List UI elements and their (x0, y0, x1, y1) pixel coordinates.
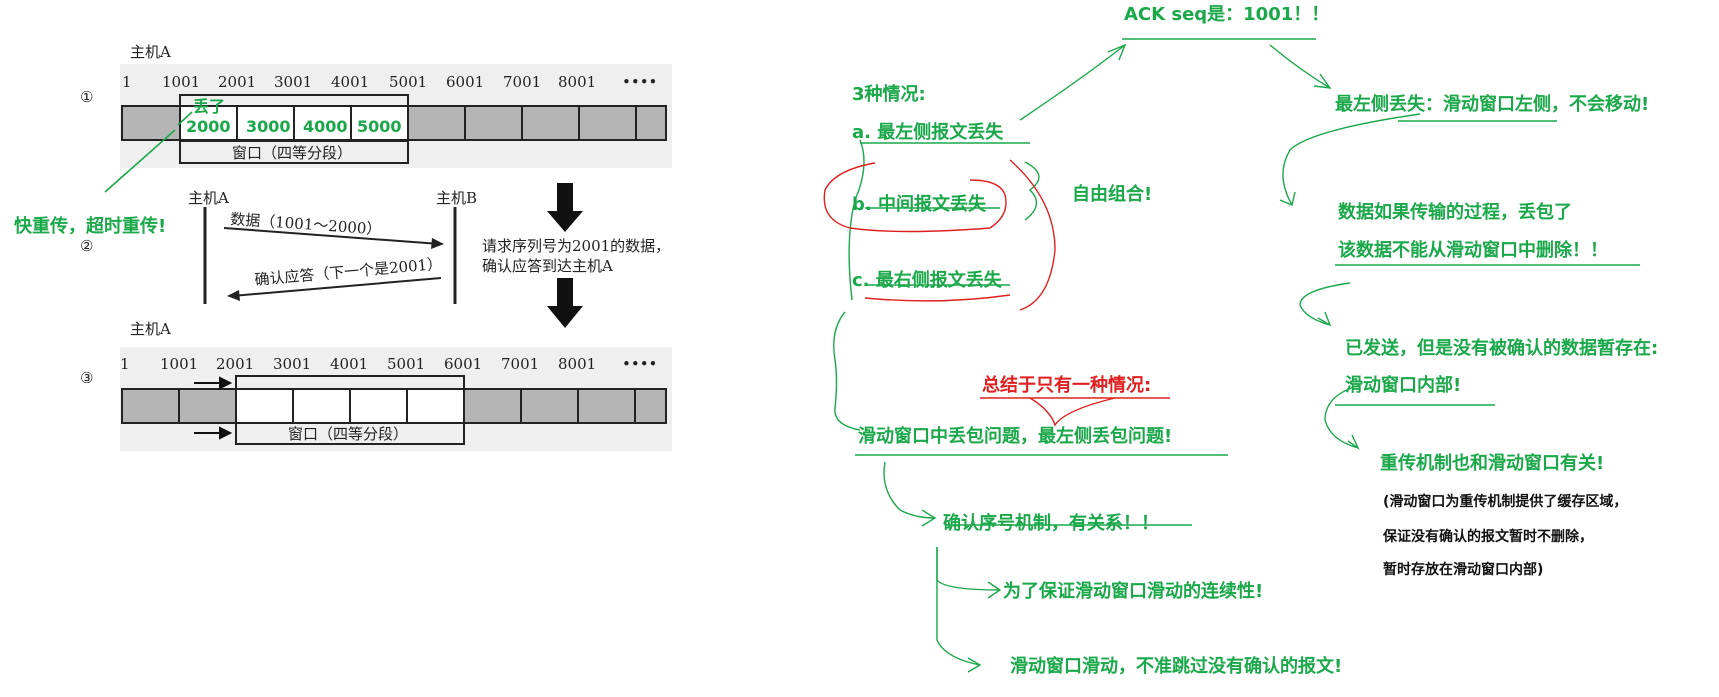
fast-retrans-pointer (104, 111, 193, 193)
data-lost-line2: 该数据不能从滑动窗口中删除！！ (1338, 240, 1608, 261)
seq-label: 7001 (503, 73, 541, 91)
paren-note-line3: 暂时存放在滑动窗口内部) (1383, 562, 1544, 578)
seq-label: 2001 (218, 73, 256, 91)
step-1-marker: ① (80, 88, 93, 106)
fast-retrans-note: 快重传，超时重传! (14, 216, 167, 237)
seq-label: 2001 (216, 355, 254, 373)
case-c: c. 最右侧报文丢失 (852, 270, 1002, 291)
data-lost-line1: 数据如果传输的过程，丢包了 (1338, 202, 1572, 223)
row3-sequence-numbers: 1 1001 2001 3001 4001 5001 6001 7001 800… (120, 355, 657, 373)
seq-label: 3001 (274, 73, 312, 91)
row1-window-frame (179, 94, 409, 164)
step-3-marker: ③ (80, 369, 93, 387)
seq-label: 8001 (558, 73, 596, 91)
handdrawn-red-lines (823, 159, 1170, 427)
shift-arrows (194, 376, 233, 440)
seq-label: 6001 (446, 73, 484, 91)
retrans-mech-note: 重传机制也和滑动窗口有关! (1380, 453, 1605, 474)
seq-label: 3001 (273, 355, 311, 373)
seq-label: 4001 (331, 73, 369, 91)
leftmost-lost-note: 最左侧丢失：滑动窗口左侧，不会移动! (1335, 94, 1650, 115)
row3-host-label: 主机A (130, 320, 171, 338)
seq-label: 8001 (558, 355, 596, 373)
seq-label: 5001 (389, 73, 427, 91)
summary-note: 总结于只有一种情况: (982, 375, 1152, 396)
down-arrow (547, 183, 583, 328)
three-cases-title: 3种情况: (852, 84, 926, 105)
request-note-line2: 确认应答到达主机A (482, 257, 613, 275)
segment-2000: 2000 (186, 117, 231, 136)
seq-label: 6001 (444, 355, 482, 373)
seq-label: 5001 (387, 355, 425, 373)
ack-arrow (231, 277, 442, 297)
segment-3000: 3000 (246, 117, 291, 136)
request-note-line1: 请求序列号为2001的数据， (482, 237, 670, 255)
ack-mech-note: 确认序号机制，有关系！！ (943, 513, 1159, 534)
segment-5000: 5000 (357, 117, 402, 136)
paren-note-line1: (滑动窗口为重传机制提供了缓存区域， (1383, 494, 1628, 510)
free-combo-note: 自由组合! (1072, 184, 1153, 205)
seq-label: 1 (122, 73, 132, 91)
sent-unacked-line2: 滑动窗口内部! (1345, 375, 1462, 396)
paren-note-line2: 保证没有确认的报文暂时不删除， (1383, 529, 1593, 545)
ack-seq-note: ACK seq是：1001！！ (1124, 4, 1330, 25)
handdrawn-green-lines (833, 38, 1640, 673)
seq-label: 1001 (160, 355, 198, 373)
row2-host-b-label: 主机B (436, 189, 477, 207)
case-b: b. 中间报文丢失 (852, 194, 986, 215)
row2-host-a-label: 主机A (188, 189, 229, 207)
ack-arrow-label: 确认应答（下一个是2001） (254, 255, 443, 289)
row3-segment-bar (121, 388, 667, 424)
data-arrow (223, 227, 441, 245)
seq-label: •••• (622, 355, 657, 373)
lost-problem-note: 滑动窗口中丢包问题，最左侧丢包问题! (858, 426, 1173, 447)
step-2-marker: ② (80, 237, 93, 255)
seq-label: 1 (120, 355, 130, 373)
row1-window-label: 窗口（四等分段） (232, 144, 352, 162)
sent-unacked-line1: 已发送，但是没有被确认的数据暂存在: (1345, 338, 1659, 359)
continuity-note: 为了保证滑动窗口滑动的连续性! (1003, 581, 1264, 602)
no-skip-note: 滑动窗口滑动，不准跳过没有确认的报文! (1010, 656, 1343, 677)
row3-window-frame (235, 375, 465, 445)
row3-window-label: 窗口（四等分段） (288, 425, 408, 443)
seq-label: •••• (622, 73, 657, 91)
seq-label: 4001 (330, 355, 368, 373)
segment-4000: 4000 (303, 117, 348, 136)
row1-sequence-numbers: 1 1001 2001 3001 4001 5001 6001 7001 800… (122, 73, 657, 91)
lost-label: 丢了 (193, 97, 225, 116)
seq-label: 7001 (501, 355, 539, 373)
case-a: a. 最左侧报文丢失 (852, 122, 1004, 143)
seq-label: 1001 (162, 73, 200, 91)
row1-host-label: 主机A (130, 43, 171, 61)
